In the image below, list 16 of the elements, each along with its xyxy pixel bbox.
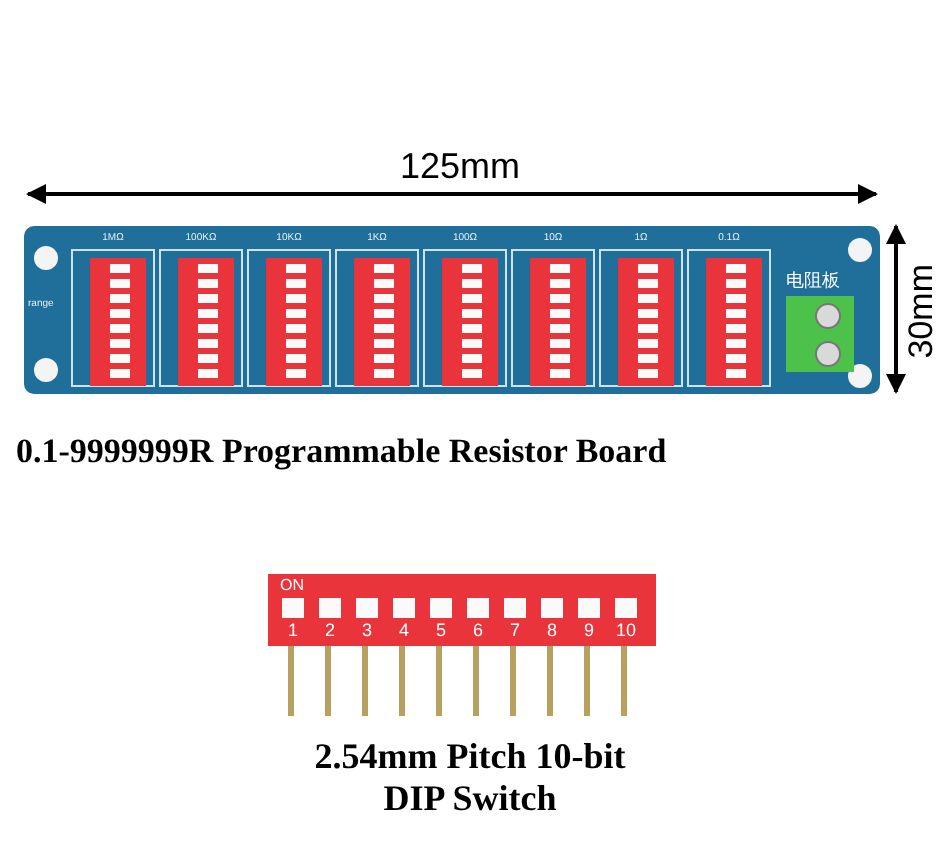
switch-number: 2 <box>322 622 337 640</box>
product-caption: 0.1-9999999R Programmable Resistor Board <box>16 434 667 468</box>
switch-number: 9 <box>581 622 596 640</box>
dimension-label: 125mm <box>400 148 521 184</box>
switch-number: 8 <box>544 622 559 640</box>
board-label: 电阻板 <box>786 272 840 290</box>
dimension-label: 30mm <box>904 264 938 359</box>
switch-number: 5 <box>433 622 448 640</box>
switch-number: 3 <box>359 622 374 640</box>
switch-number: 4 <box>396 622 411 640</box>
switch-number: 10 <box>613 622 638 640</box>
switch-number: 6 <box>470 622 485 640</box>
switch-number: 7 <box>507 622 522 640</box>
switch-label: ON <box>280 578 304 594</box>
product-caption: 2.54mm Pitch 10-bit DIP Switch <box>312 736 628 819</box>
switch-number: 1 <box>285 622 300 640</box>
